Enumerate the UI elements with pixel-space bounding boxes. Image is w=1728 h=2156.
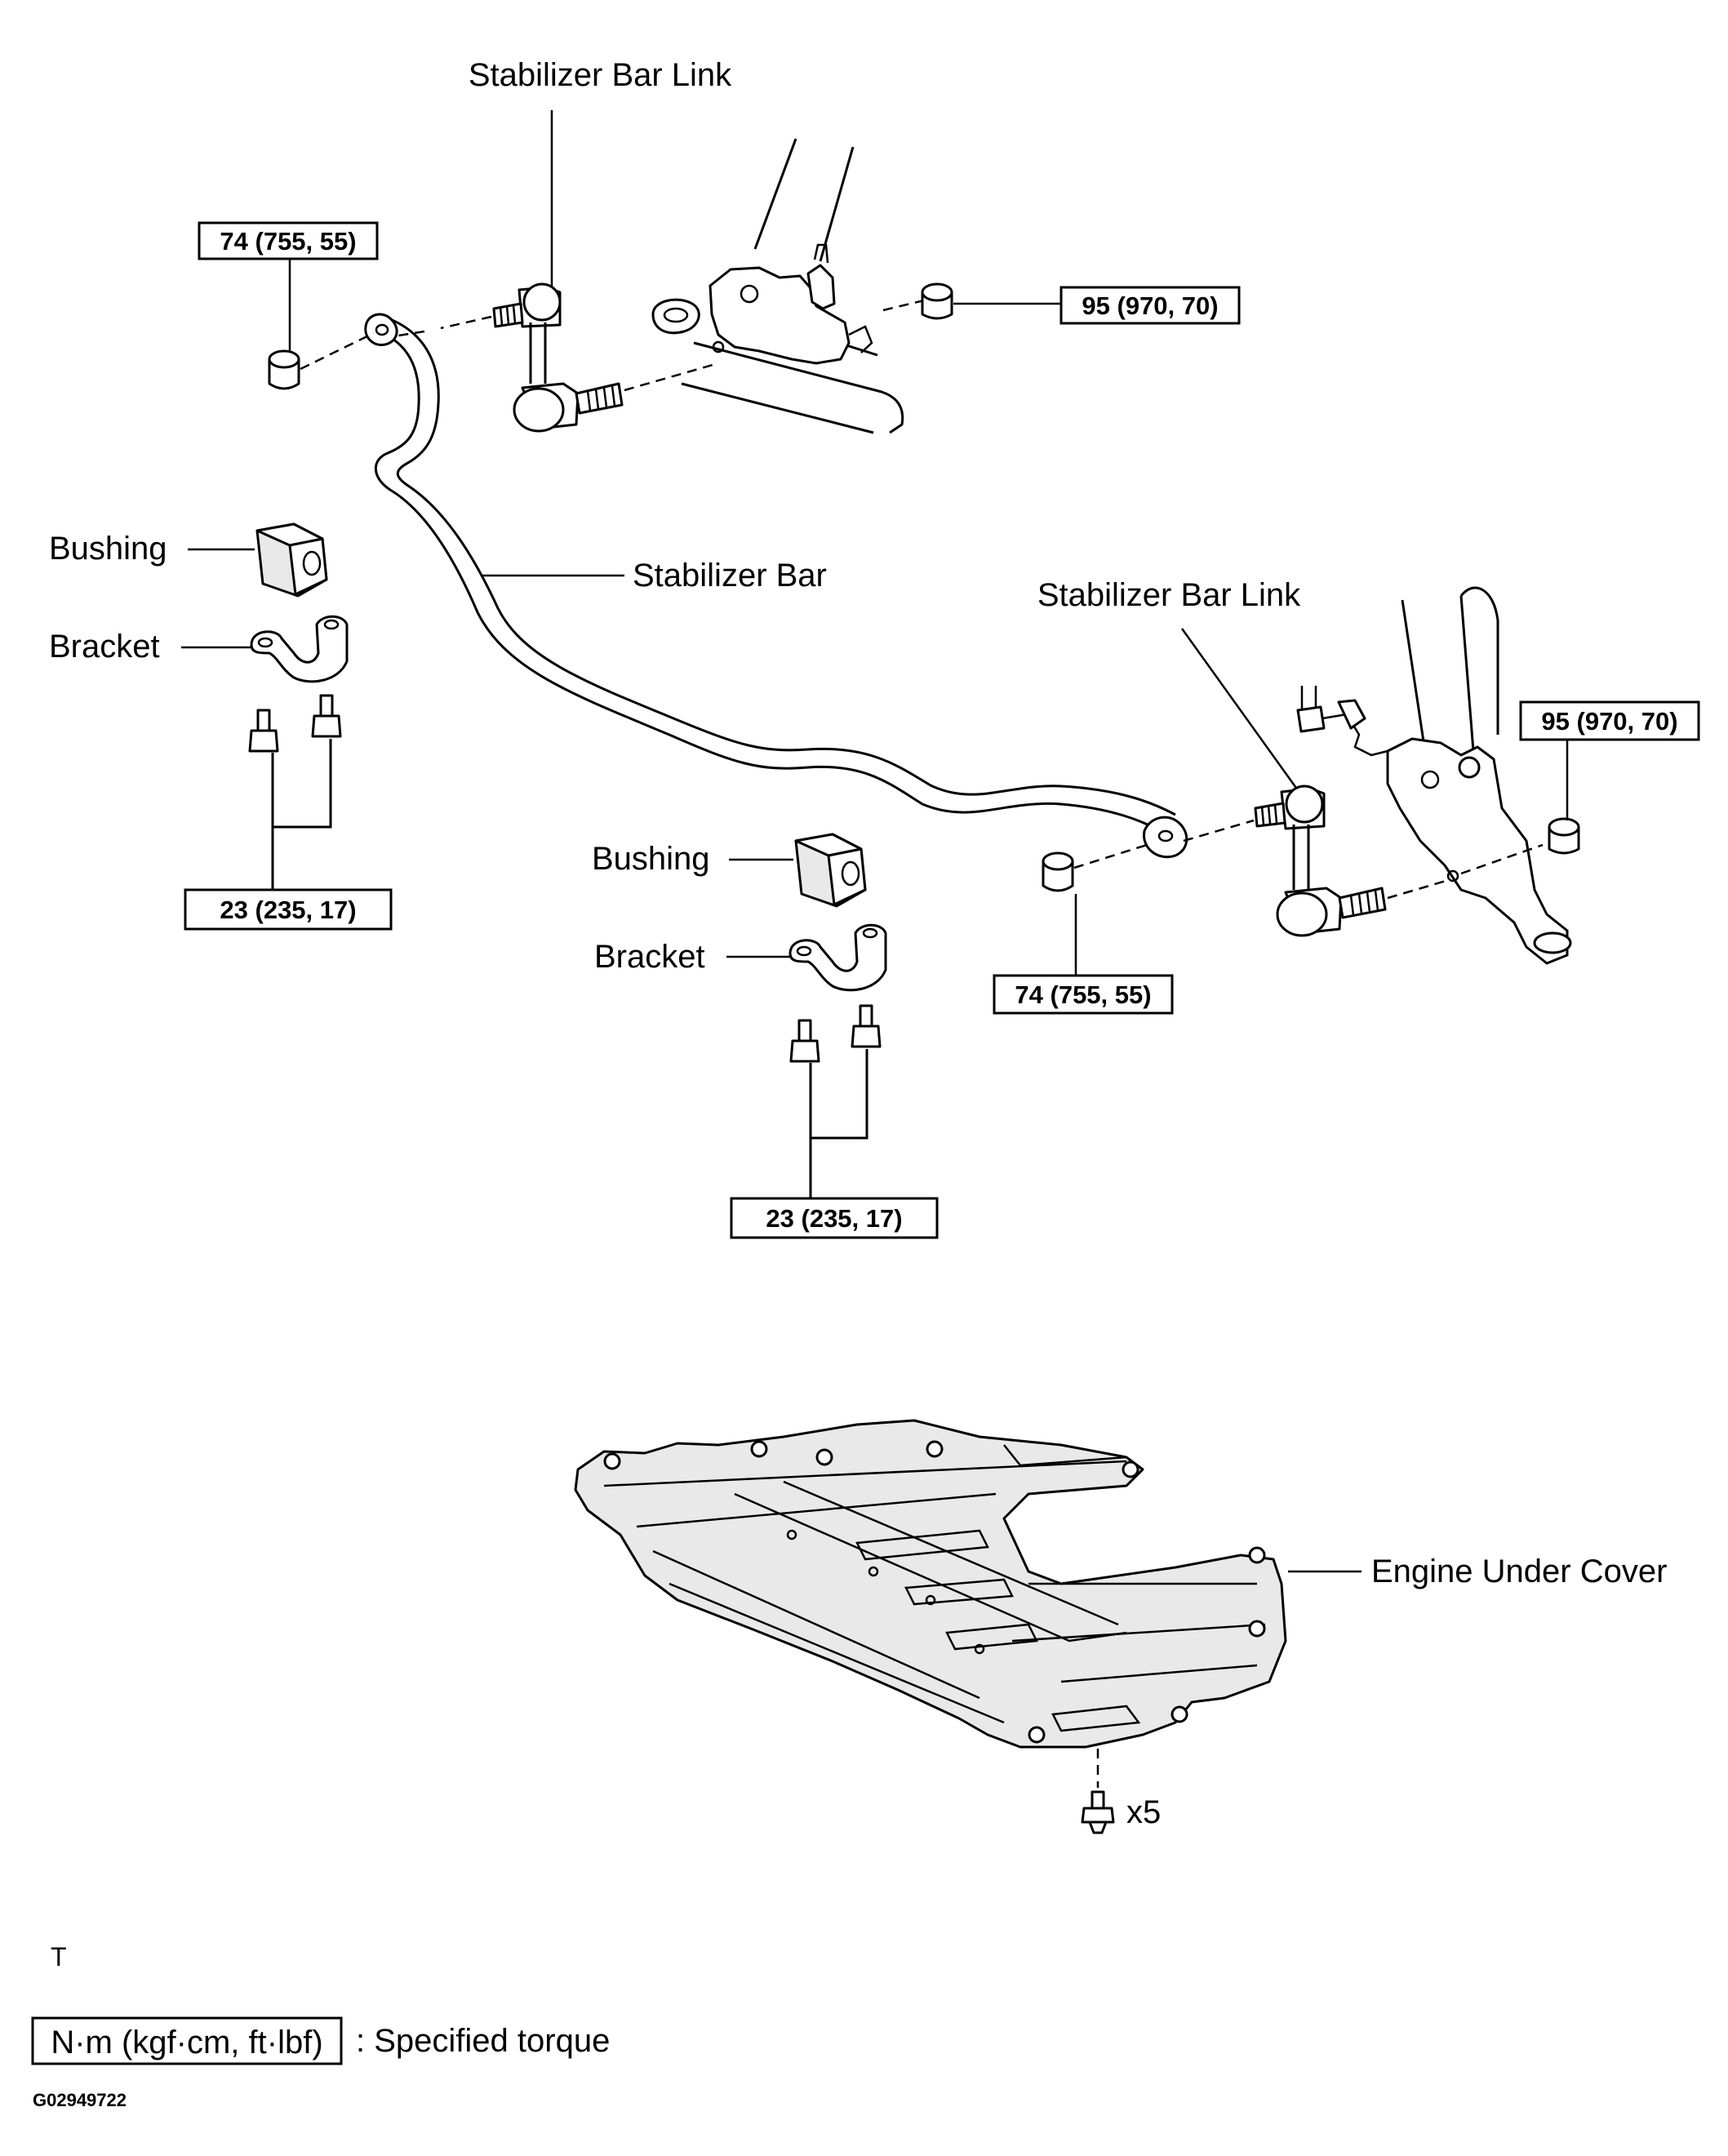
torque-label: 23 (235, 17)	[766, 1204, 902, 1233]
strut-knuckle-top	[651, 138, 904, 434]
nut-top-left	[268, 349, 300, 390]
torque-box-nut-top-left: 74 (755, 55)	[198, 221, 379, 260]
bracket-bolt-left-1	[248, 709, 279, 753]
bolt-count-label: x5	[1126, 1794, 1161, 1830]
torque-box-bracket-bolts-left: 23 (235, 17)	[184, 888, 393, 931]
torque-box-bracket-bolts-center: 23 (235, 17)	[730, 1197, 939, 1239]
engine-under-cover	[574, 1419, 1287, 1749]
bracket-center-label: Bracket	[594, 939, 705, 975]
bushing-center-label: Bushing	[592, 841, 710, 877]
legend-units: N·m (kgf·cm, ft·lbf)	[51, 2025, 322, 2060]
nut-center	[1042, 851, 1074, 892]
under-cover-bolt	[1081, 1790, 1115, 1834]
nut-right	[1548, 817, 1580, 855]
bracket-bolt-left-2	[311, 694, 342, 738]
torque-label: 74 (755, 55)	[1015, 980, 1151, 1009]
torque-legend: N·m (kgf·cm, ft·lbf) : Specified torque	[31, 2016, 610, 2065]
bracket-bolt-center-1	[789, 1019, 820, 1063]
bracket-left	[250, 615, 349, 683]
stabilizer-bar-link-top	[492, 282, 624, 433]
stabilizer-bar-link-top-label: Stabilizer Bar Link	[469, 57, 732, 93]
torque-label: 95 (970, 70)	[1082, 291, 1218, 320]
stray-mark: T	[51, 1942, 67, 1972]
bracket-center	[788, 923, 887, 992]
bushing-left	[255, 522, 328, 598]
figure-code: G02949722	[33, 2090, 127, 2110]
stabilizer-bar-link-right	[1254, 785, 1387, 937]
stabilizer-bar	[364, 313, 1188, 859]
stabilizer-bar-link-right-label: Stabilizer Bar Link	[1037, 577, 1301, 613]
engine-under-cover-label: Engine Under Cover	[1371, 1554, 1667, 1589]
stabilizer-bar-label: Stabilizer Bar	[633, 558, 827, 593]
nut-top-right	[921, 282, 953, 320]
bracket-bolt-center-2	[851, 1004, 882, 1048]
bushing-left-label: Bushing	[49, 531, 167, 567]
torque-box-nut-top-right: 95 (970, 70)	[1059, 286, 1241, 325]
torque-box-nut-right: 95 (970, 70)	[1519, 700, 1700, 741]
strut-knuckle-right	[1296, 586, 1572, 965]
torque-label: 23 (235, 17)	[220, 896, 356, 924]
legend-description: : Specified torque	[356, 2023, 610, 2059]
bushing-center	[794, 833, 867, 908]
torque-box-nut-center: 74 (755, 55)	[993, 974, 1174, 1015]
torque-label: 95 (970, 70)	[1541, 707, 1677, 736]
bracket-left-label: Bracket	[49, 629, 160, 665]
torque-label: 74 (755, 55)	[220, 227, 356, 256]
